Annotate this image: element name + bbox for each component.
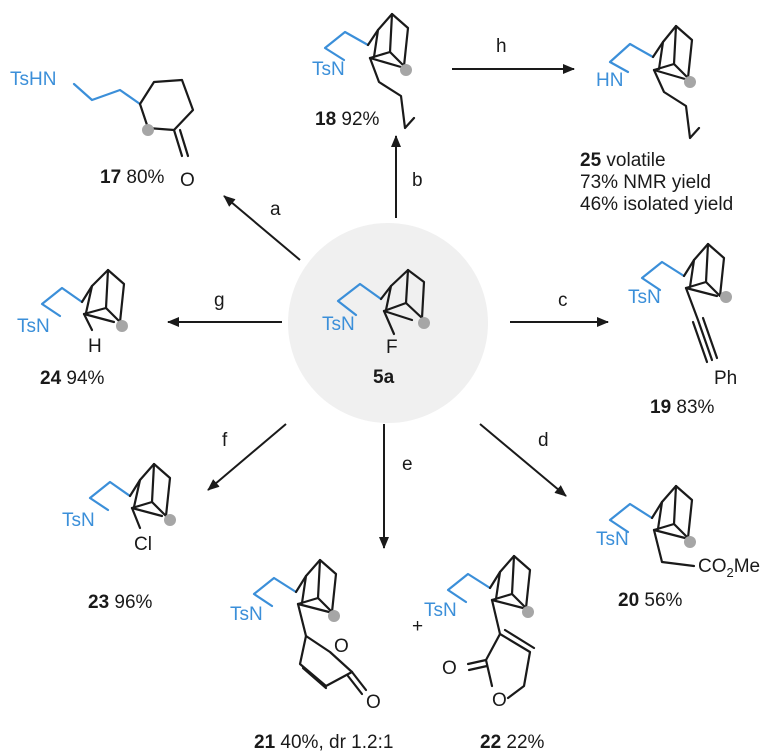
atom-label: H: [88, 336, 102, 357]
compound-24: TsN H 24 94%: [17, 268, 128, 389]
compound-number: 25: [580, 150, 602, 171]
atom-label: TsN: [322, 314, 355, 335]
compound-label: 25 volatile: [580, 150, 666, 171]
compound-number: 5a: [373, 367, 395, 388]
compound-yield: 94%: [61, 368, 104, 389]
atom-label: O: [366, 692, 381, 713]
compound-23: TsN Cl 23 96%: [62, 462, 176, 613]
compound-label: 24 94%: [40, 368, 105, 389]
condition-g: g: [214, 290, 225, 311]
compound-label: 20 56%: [618, 590, 683, 611]
atom-label: HN: [596, 70, 623, 91]
compound-yield-isolated: 46% isolated yield: [580, 194, 733, 215]
arrow-f: [207, 423, 287, 491]
atom-label: TsN: [628, 287, 661, 308]
atom-label: TsN: [424, 600, 457, 621]
compound-number: 18: [315, 109, 336, 130]
compound-yield: 92%: [336, 109, 379, 130]
atom-label: O: [334, 636, 349, 657]
atom-label: TsN: [17, 316, 50, 337]
compound-21: TsN O O 21 40%, dr 1.2:1: [230, 558, 393, 753]
compound-yield: 40%, dr 1.2:1: [275, 732, 393, 753]
atom-label: Cl: [134, 534, 152, 555]
condition-h: h: [496, 36, 507, 57]
compound-yield: 83%: [671, 397, 714, 418]
condition-c: c: [558, 290, 568, 311]
compound-label: 18 92%: [315, 109, 380, 130]
compound-yield: 80%: [121, 167, 164, 188]
compound-yield: 96%: [109, 592, 152, 613]
compound-number: 22: [480, 732, 501, 753]
compound-number: 23: [88, 592, 109, 613]
atom-label: TsN: [596, 529, 629, 550]
atom-label: O: [492, 690, 507, 711]
atom-label: TsN: [312, 59, 345, 80]
compound-17: TsHN O 17 80%: [10, 69, 195, 191]
compound-22: TsN O O 22 22%: [424, 554, 545, 753]
condition-a: a: [270, 199, 281, 220]
compound-18: TsN 18 92%: [312, 12, 416, 130]
compound-20: TsN CO2Me 20 56%: [596, 484, 760, 611]
arrow-d: [479, 423, 567, 497]
atom-label: TsHN: [10, 69, 56, 90]
compound-19: TsN Ph 19 83%: [628, 242, 737, 418]
center-highlight: [288, 223, 488, 423]
atom-label: O: [442, 658, 457, 679]
atom-label: TsN: [230, 604, 263, 625]
compound-label: 21 40%, dr 1.2:1: [254, 732, 393, 753]
condition-b: b: [412, 170, 423, 191]
compound-label: 22 22%: [480, 732, 545, 753]
compound-label: 23 96%: [88, 592, 153, 613]
compound-yield: 22%: [501, 732, 544, 753]
arrow-a: [223, 195, 301, 261]
atom-label: CO2Me: [698, 556, 760, 580]
compound-number: 17: [100, 167, 121, 188]
atom-label: Ph: [714, 368, 737, 389]
compound-label: 19 83%: [650, 397, 715, 418]
atom-label: F: [386, 337, 398, 358]
condition-e: e: [402, 454, 413, 475]
atom-label: TsN: [62, 510, 95, 531]
compound-number: 21: [254, 732, 276, 753]
compound-number: 24: [40, 368, 62, 389]
compound-label: 17 80%: [100, 167, 165, 188]
condition-f: f: [222, 430, 228, 451]
compound-yield: 56%: [639, 590, 682, 611]
condition-d: d: [538, 430, 549, 451]
compound-5a: TsN F 5a: [322, 268, 430, 388]
compound-number: 20: [618, 590, 639, 611]
compound-note: volatile: [601, 150, 665, 171]
compound-25: HN 25 volatile 73% NMR yield 46% isolate…: [580, 24, 733, 215]
compound-number: 19: [650, 397, 671, 418]
compound-yield-nmr: 73% NMR yield: [580, 172, 711, 193]
plus-sign: +: [412, 616, 423, 637]
atom-label: O: [180, 170, 195, 191]
